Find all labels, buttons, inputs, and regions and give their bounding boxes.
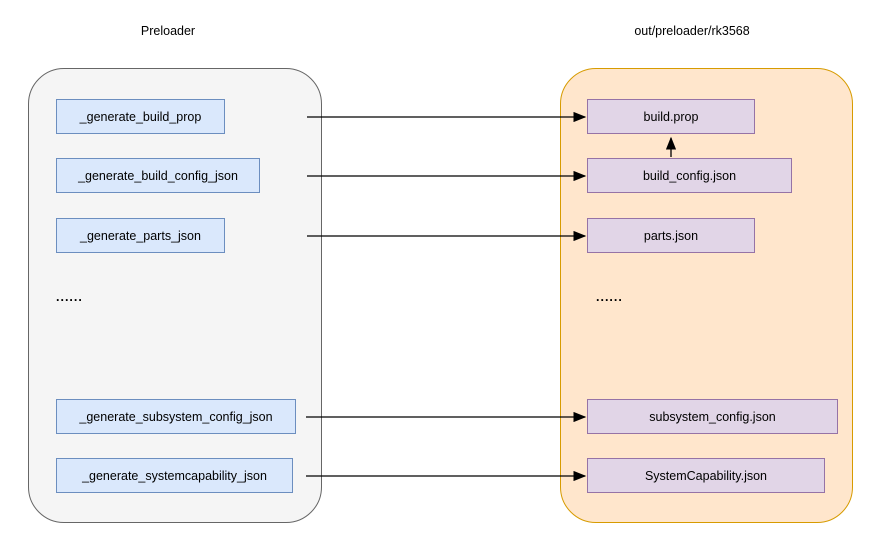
function-node-generate-subsystem-config-json: _generate_subsystem_config_json: [56, 399, 296, 434]
left-panel-title: Preloader: [140, 24, 196, 38]
file-node-parts-json: parts.json: [587, 218, 755, 253]
left-ellipsis: ......: [56, 290, 83, 304]
right-ellipsis: ......: [596, 290, 623, 304]
file-node-subsystem-config-json: subsystem_config.json: [587, 399, 838, 434]
function-node-generate-build-config-json: _generate_build_config_json: [56, 158, 260, 193]
file-node-build-config-json: build_config.json: [587, 158, 792, 193]
function-node-generate-parts-json: _generate_parts_json: [56, 218, 225, 253]
file-node-build-prop: build.prop: [587, 99, 755, 134]
preloader-panel: [28, 68, 322, 523]
output-folder-panel: [560, 68, 853, 523]
file-node-systemcapability-json: SystemCapability.json: [587, 458, 825, 493]
function-node-generate-systemcapability-json: _generate_systemcapability_json: [56, 458, 293, 493]
function-node-generate-build-prop: _generate_build_prop: [56, 99, 225, 134]
right-panel-title: out/preloader/rk3568: [634, 24, 750, 38]
